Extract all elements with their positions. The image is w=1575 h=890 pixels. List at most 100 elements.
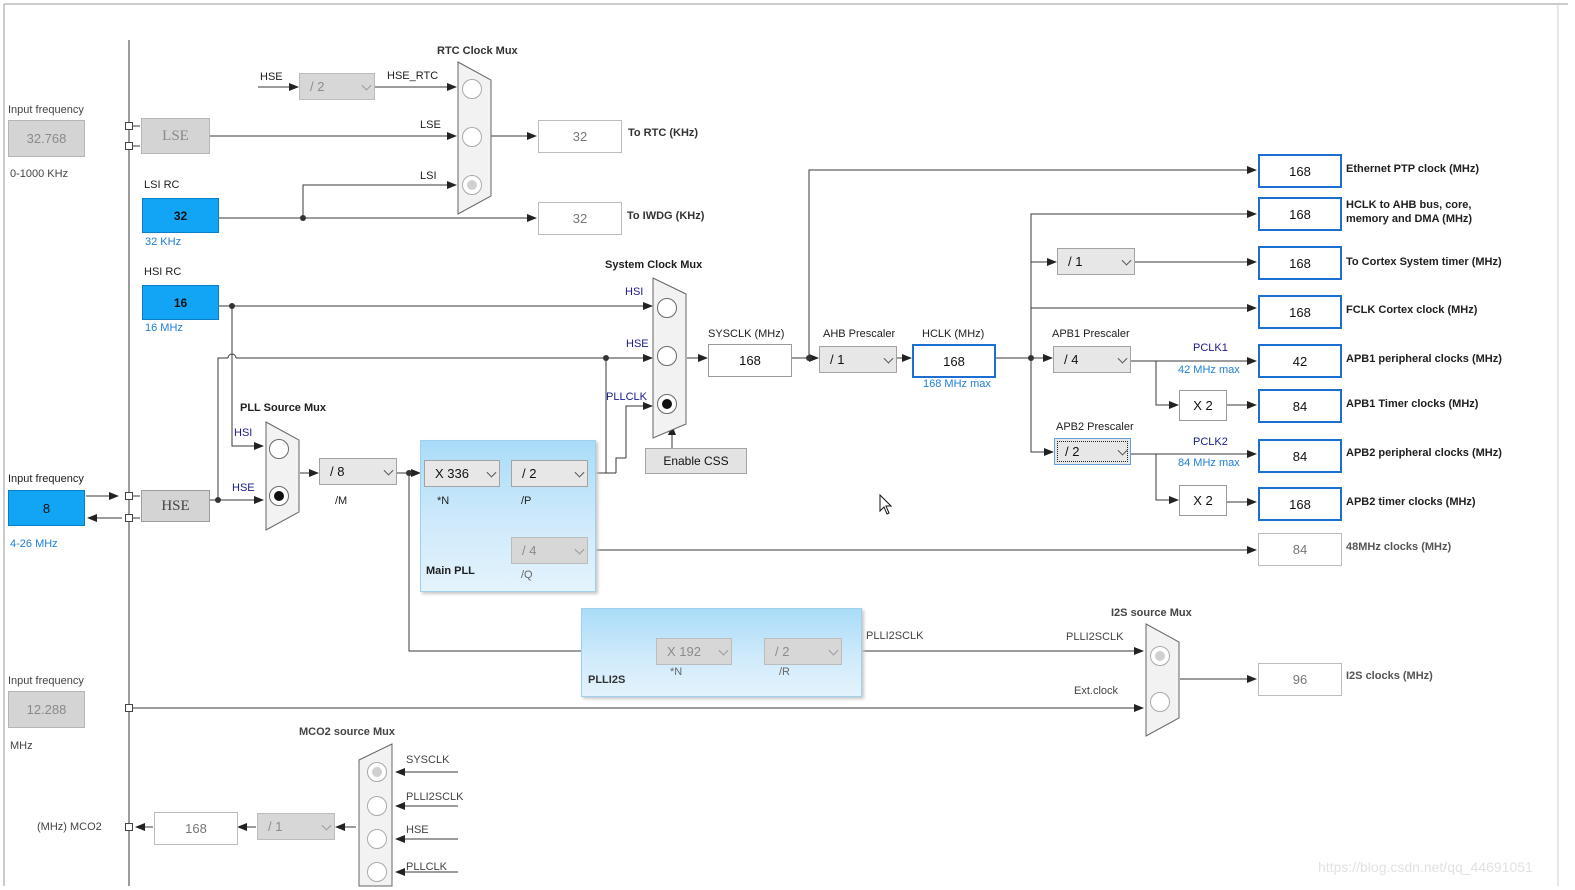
hse-input-label: Input frequency bbox=[8, 473, 84, 485]
hse-input-field[interactable]: 8 bbox=[8, 490, 85, 526]
plli2s-n-value: X 192 bbox=[667, 644, 701, 659]
pll-q-divider-select[interactable]: / 4 bbox=[511, 537, 588, 564]
pll-p-divider-select[interactable]: / 2 bbox=[511, 460, 588, 487]
plli2s-r-divider-select[interactable]: / 2 bbox=[764, 638, 842, 665]
hsi-value-field[interactable]: 16 bbox=[142, 285, 219, 320]
apb2-timer-label: APB2 timer clocks (MHz) bbox=[1346, 496, 1476, 508]
rtc-lse-label: LSE bbox=[420, 119, 441, 131]
chevron-down-icon bbox=[883, 353, 894, 364]
pll-source-hsi-label: HSI bbox=[234, 427, 253, 439]
hclk-value-field[interactable]: 168 bbox=[912, 344, 996, 378]
apb1-timer-label: APB1 Timer clocks (MHz) bbox=[1346, 398, 1479, 410]
sys-mux-radio-hse[interactable] bbox=[657, 346, 677, 366]
apb2-peripheral-label: APB2 peripheral clocks (MHz) bbox=[1346, 447, 1502, 459]
lsi-title: LSI RC bbox=[144, 179, 180, 191]
apb2-prescaler-label: APB2 Prescaler bbox=[1056, 421, 1134, 433]
apb1-prescaler-select[interactable]: / 4 bbox=[1053, 346, 1131, 373]
pclk1-label: PCLK1 bbox=[1193, 342, 1228, 354]
pll-p-value: / 2 bbox=[522, 466, 537, 481]
cortex-system-timer-label: To Cortex System timer (MHz) bbox=[1346, 256, 1502, 268]
i2s-mux-radio-ext[interactable] bbox=[1150, 692, 1170, 712]
sysclk-value-field: 168 bbox=[708, 344, 792, 377]
apb2-timer-multiplier: X 2 bbox=[1179, 485, 1227, 516]
ahb-prescaler-select[interactable]: / 1 bbox=[819, 346, 897, 373]
i2s-mux-ext-label: Ext.clock bbox=[1074, 685, 1119, 697]
apb1-peripheral-field[interactable]: 42 bbox=[1258, 344, 1342, 378]
sys-mux-radio-hsi[interactable] bbox=[657, 298, 677, 318]
hse-range: 4-26 MHz bbox=[10, 538, 58, 550]
i2s-mux-plli2sclk-label: PLLI2SCLK bbox=[1066, 631, 1124, 643]
mco2-source-mux-title: MCO2 source Mux bbox=[299, 726, 395, 738]
plli2s-title: PLLI2S bbox=[588, 674, 626, 686]
pll-n-multiplier-select[interactable]: X 336 bbox=[424, 460, 500, 487]
chevron-down-icon bbox=[1121, 255, 1132, 266]
pll-source-mux-title: PLL Source Mux bbox=[240, 402, 326, 414]
rtc-hse-divider-select[interactable]: / 2 bbox=[299, 73, 375, 100]
clock-48mhz-field: 84 bbox=[1258, 533, 1342, 566]
mco2-radio-sysclk[interactable] bbox=[367, 762, 387, 782]
watermark: https://blog.csdn.net/qq_44691051 bbox=[1318, 859, 1533, 875]
iwdg-output-field: 32 bbox=[538, 202, 622, 235]
lse-range: 0-1000 KHz bbox=[10, 168, 69, 180]
sys-mux-radio-pllclk[interactable] bbox=[657, 394, 677, 414]
plli2s-n-multiplier-select[interactable]: X 192 bbox=[656, 638, 732, 665]
ext-input-label: Input frequency bbox=[8, 675, 84, 687]
main-pll-title: Main PLL bbox=[426, 565, 475, 577]
ethernet-ptp-clock-field[interactable]: 168 bbox=[1258, 154, 1342, 188]
lse-input-label: Input frequency bbox=[8, 104, 84, 116]
sys-mux-pllclk-label: PLLCLK bbox=[606, 391, 647, 403]
chevron-down-icon bbox=[361, 80, 372, 91]
lse-input-field[interactable]: 32.768 bbox=[8, 120, 85, 157]
ext-input-field[interactable]: 12.288 bbox=[8, 691, 85, 728]
apb2-max: 84 MHz max bbox=[1178, 457, 1240, 469]
apb1-timer-multiplier: X 2 bbox=[1179, 390, 1227, 421]
apb1-timer-field[interactable]: 84 bbox=[1258, 389, 1342, 423]
cortex-system-timer-field[interactable]: 168 bbox=[1258, 246, 1342, 280]
mco2-radio-plli2sclk[interactable] bbox=[367, 796, 387, 816]
hsi-freq: 16 MHz bbox=[145, 322, 183, 334]
i2s-mux-radio-plli2sclk[interactable] bbox=[1150, 646, 1170, 666]
pll-source-radio-hse[interactable] bbox=[269, 486, 289, 506]
plli2s-r-label: /R bbox=[779, 666, 790, 678]
hclk-ahb-field[interactable]: 168 bbox=[1258, 197, 1342, 231]
chevron-down-icon bbox=[718, 645, 729, 656]
cortex-timer-divider-select[interactable]: / 1 bbox=[1057, 248, 1135, 275]
hsi-title: HSI RC bbox=[144, 266, 182, 278]
apb1-peripheral-label: APB1 peripheral clocks (MHz) bbox=[1346, 353, 1502, 365]
apb2-timer-field[interactable]: 168 bbox=[1258, 487, 1342, 521]
rtc-radio-lsi[interactable] bbox=[462, 175, 482, 195]
sys-mux-hsi-label: HSI bbox=[625, 286, 644, 298]
plli2s-out-label: PLLI2SCLK bbox=[866, 630, 924, 642]
chevron-down-icon bbox=[1117, 445, 1128, 456]
pll-m-divider-select[interactable]: / 8 bbox=[319, 458, 397, 485]
rtc-radio-lse[interactable] bbox=[462, 127, 482, 147]
apb2-prescaler-select[interactable]: / 2 bbox=[1054, 438, 1131, 465]
ahb-prescaler-label: AHB Prescaler bbox=[823, 328, 896, 340]
mco2-plli2sclk-label: PLLI2SCLK bbox=[406, 791, 464, 803]
apb2-prescaler-value: / 2 bbox=[1065, 444, 1080, 459]
pll-q-label: /Q bbox=[521, 569, 533, 581]
i2s-clock-field: 96 bbox=[1258, 663, 1342, 696]
apb1-max: 42 MHz max bbox=[1178, 364, 1240, 376]
mco2-radio-hse[interactable] bbox=[367, 829, 387, 849]
mco2-hse-label: HSE bbox=[406, 824, 429, 836]
apb2-peripheral-field[interactable]: 84 bbox=[1258, 439, 1342, 473]
mco2-pin bbox=[125, 823, 133, 831]
mco2-radio-pllclk[interactable] bbox=[367, 862, 387, 882]
plli2s-n-label: *N bbox=[670, 666, 683, 678]
ext-clock-pin bbox=[125, 704, 133, 712]
pll-m-label: /M bbox=[335, 495, 348, 507]
enable-css-button[interactable]: Enable CSS bbox=[645, 448, 747, 474]
pll-source-radio-hsi[interactable] bbox=[269, 439, 289, 459]
cortex-timer-divider-value: / 1 bbox=[1068, 254, 1083, 269]
rtc-radio-hse[interactable] bbox=[462, 79, 482, 99]
lsi-value-field[interactable]: 32 bbox=[142, 198, 219, 233]
mco2-divider-select[interactable]: / 1 bbox=[257, 813, 335, 840]
rtc-mux-title: RTC Clock Mux bbox=[437, 45, 518, 57]
fclk-cortex-field[interactable]: 168 bbox=[1258, 295, 1342, 329]
chevron-down-icon bbox=[574, 467, 585, 478]
pll-n-label: *N bbox=[437, 495, 450, 507]
system-clock-mux-title: System Clock Mux bbox=[605, 259, 703, 271]
mouse-cursor-icon bbox=[879, 494, 893, 515]
